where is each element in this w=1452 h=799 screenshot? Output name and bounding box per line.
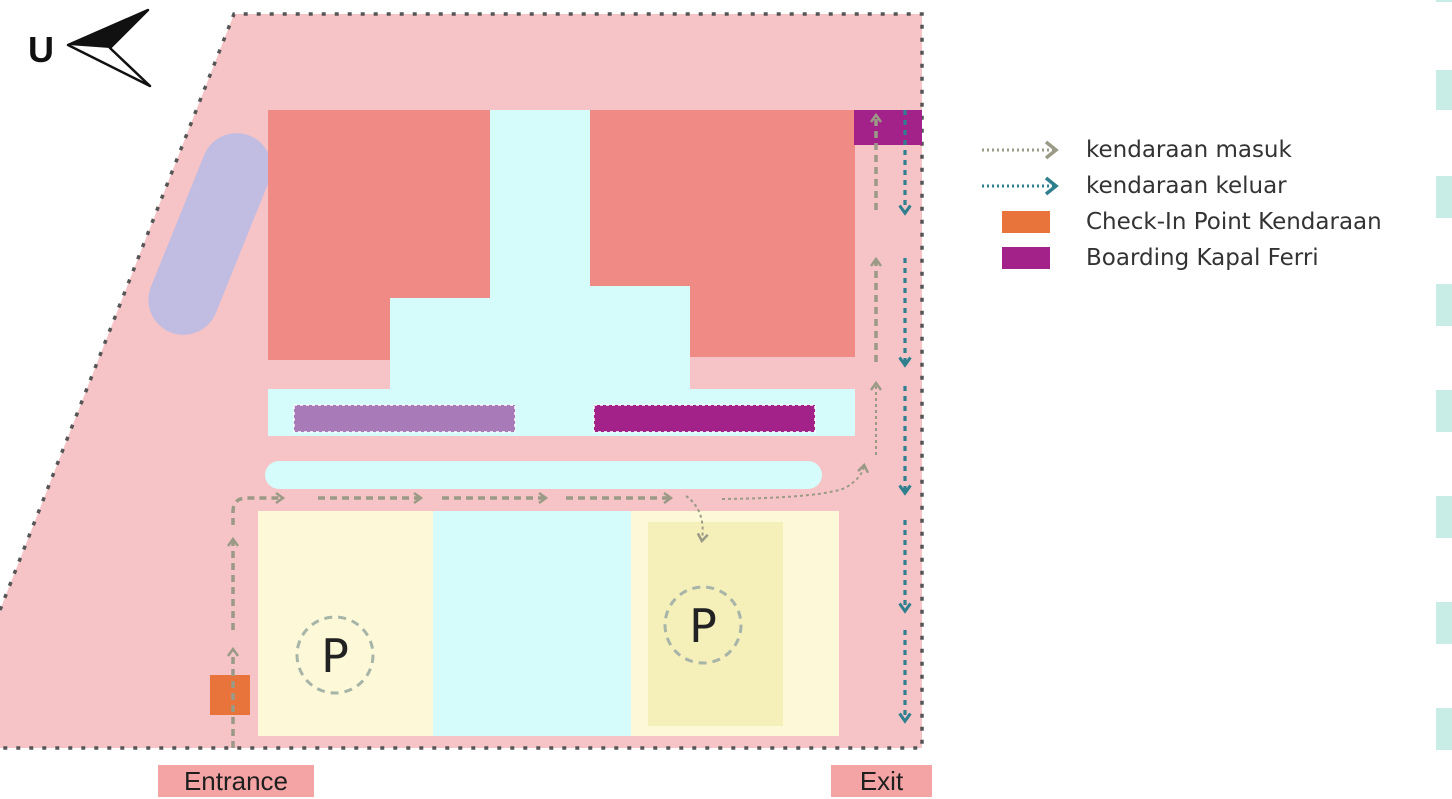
legend-label: kendaraan masuk (1086, 137, 1292, 163)
entrance-label: Entrance (158, 765, 314, 797)
boarding-ferry-dock (854, 110, 922, 145)
dotted-arrow-icon (982, 140, 1059, 160)
parking-label-right: P (689, 599, 717, 653)
edge-strip (1436, 602, 1452, 644)
edge-strip (1436, 708, 1452, 750)
legend-item-vehicle-out: kendaraan keluar (978, 168, 1382, 204)
edge-strip (1436, 284, 1452, 326)
legend-label: kendaraan keluar (1086, 173, 1287, 199)
legend-item-check-in: Check-In Point Kendaraan (978, 204, 1382, 240)
legend-item-vehicle-in: kendaraan masuk (978, 132, 1382, 168)
legend-swatch-check-in (1002, 211, 1050, 233)
north-arrow-icon (66, 8, 152, 88)
boarding-area-light (293, 404, 516, 433)
edge-strip (1436, 496, 1452, 538)
parking-symbol-right (663, 585, 743, 665)
arrows-vehicle-in (233, 116, 876, 748)
parking-center-corridor (433, 511, 631, 736)
pond (148, 133, 272, 335)
legend-label: Boarding Kapal Ferri (1086, 245, 1319, 271)
arrows-vehicle-in-fine (685, 384, 876, 540)
legend-swatch-boarding (1002, 247, 1050, 269)
terminal-building-right (590, 110, 855, 357)
central-corridor (268, 110, 855, 436)
edge-strip (1436, 176, 1452, 218)
north-label: U (28, 29, 54, 70)
site-boundary (0, 12, 924, 750)
check-in-point (210, 675, 250, 715)
edge-strip (1436, 0, 1452, 2)
parking-zone-left (258, 511, 433, 736)
legend-item-boarding: Boarding Kapal Ferri (978, 240, 1382, 276)
parking-zone-right-inner (648, 522, 783, 726)
parking-symbol-left (295, 615, 375, 695)
edge-strip (1436, 390, 1452, 432)
exit-label: Exit (831, 765, 932, 797)
waiting-strip (265, 461, 822, 489)
edge-strip (1436, 70, 1452, 110)
dotted-arrow-icon (982, 176, 1059, 196)
legend-label: Check-In Point Kendaraan (1086, 209, 1382, 235)
legend: kendaraan masuk kendaraan keluar Check-I… (978, 132, 1382, 276)
terminal-building-left (268, 110, 490, 360)
parking-label-left: P (321, 629, 349, 683)
boarding-area (593, 404, 816, 433)
